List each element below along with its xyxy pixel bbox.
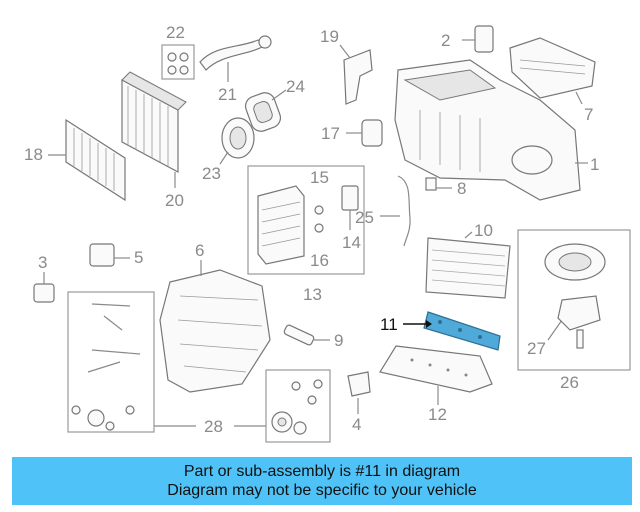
parts-diagram: 1 2 3 4 5 6 7 8 9 10 11 12 13 14 15 16 1… [24,23,631,443]
part-25-line [380,175,411,247]
group-box-28-right [265,369,331,443]
callout-25: 25 [355,208,374,227]
part-10-filter [425,231,511,299]
callout-9: 9 [334,331,343,350]
callout-5: 5 [134,248,143,267]
callout-3: 3 [38,253,47,272]
callout-2: 2 [441,31,450,50]
callout-7: 7 [584,105,593,124]
group-box-13 [247,165,365,275]
callout-12: 12 [428,405,447,424]
part-18-heater-core [48,118,126,202]
part-6-lower-case [159,260,271,393]
part-14-valve [341,185,359,230]
part-3-sensor [33,272,55,303]
callout-6: 6 [195,241,204,260]
part-7-cover [509,37,596,105]
part-22-seal-kit [161,44,195,80]
part-11-highlighted-strip [403,311,501,351]
callout-17: 17 [321,124,340,143]
part-13-evaporator [257,185,305,265]
part-28-linkage-left [71,303,141,431]
callout-8: 8 [457,179,466,198]
part-21-pipe [199,35,272,82]
callout-19: 19 [320,27,339,46]
part-12-panel [379,345,493,405]
callout-11: 11 [380,315,398,334]
callout-1: 1 [590,155,599,174]
part-info-banner: Part or sub-assembly is #11 in diagram D… [12,457,632,505]
part-9-sensor [283,324,330,346]
part-24-gasket [244,89,287,132]
part-8-bolt [425,177,452,191]
part-17-actuator [346,119,383,147]
part-27-resistor [557,295,601,349]
part-23-seal [219,117,255,165]
callout-23: 23 [202,164,221,183]
part-15-ring [314,205,324,215]
group-box-28-left [67,291,155,433]
part-26-blower-motor [544,243,606,341]
part-16-ring [314,223,324,233]
callout-15: 15 [310,168,329,187]
part-28-linkage-right [271,379,323,435]
callout-26: 26 [560,373,579,392]
group-box-26 [517,229,631,371]
callout-18: 18 [24,145,43,164]
callout-10: 10 [474,221,493,240]
callout-16: 16 [310,251,329,270]
part-20-evaporator [121,71,187,188]
callout-4: 4 [352,415,361,434]
callout-22: 22 [166,23,185,42]
callout-24: 24 [286,77,305,96]
callout-27: 27 [527,339,546,358]
callout-28: 28 [204,417,223,436]
callout-14: 14 [342,233,361,252]
callout-21: 21 [218,85,237,104]
callout-13: 13 [303,285,322,304]
part-1-case [394,59,588,201]
callout-20: 20 [165,191,184,210]
part-4-bracket [347,371,371,414]
banner-line-1: Part or sub-assembly is #11 in diagram [183,463,461,480]
part-2-motor [462,25,494,53]
banner-line-2: Diagram may not be specific to your vehi… [167,482,477,499]
part-19-bracket [339,44,373,105]
part-5-actuator [89,243,130,267]
